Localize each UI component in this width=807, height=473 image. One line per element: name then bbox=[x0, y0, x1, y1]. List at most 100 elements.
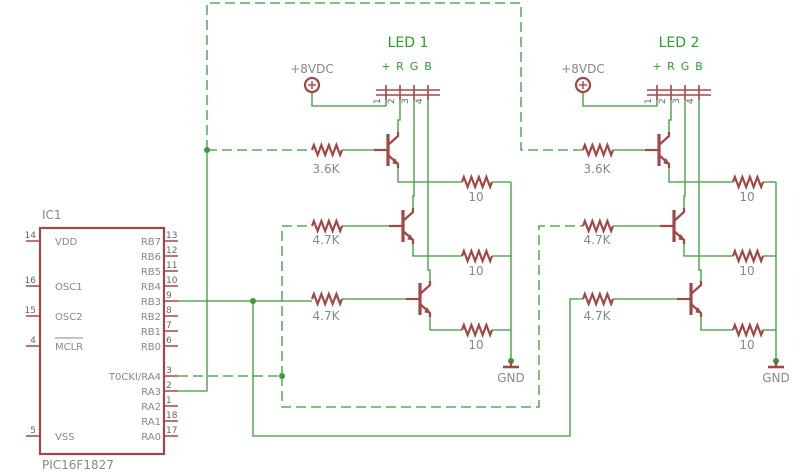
transistor-collector bbox=[658, 132, 671, 146]
dashed-wire bbox=[206, 2, 583, 151]
wire bbox=[311, 92, 387, 107]
ic-body bbox=[38, 226, 166, 456]
led-pin-number: 4 bbox=[415, 98, 425, 104]
ic-pin-label: VSS bbox=[55, 432, 75, 443]
ic-part: PIC16F1827 bbox=[42, 458, 114, 472]
led-pin-number: 2 bbox=[387, 98, 397, 104]
ic-pin-number: 1 bbox=[166, 396, 172, 406]
transistor-collector bbox=[690, 281, 703, 295]
led-pin-label: G bbox=[410, 60, 419, 73]
base-resistor-value: 4.7K bbox=[313, 309, 341, 323]
wire bbox=[427, 98, 431, 281]
ic-pin-number: 17 bbox=[166, 426, 177, 436]
wire bbox=[397, 98, 401, 132]
labels: IC1PIC16F1827RB713RB612RB511RB410RB39RB2… bbox=[25, 35, 790, 472]
ic-pin-number: 9 bbox=[166, 291, 172, 301]
ic-pin-label: RA0 bbox=[141, 432, 161, 443]
led-name: LED 2 bbox=[659, 35, 700, 51]
ic-pin-number: 3 bbox=[166, 366, 172, 376]
emitter-resistor-value: 10 bbox=[468, 190, 483, 204]
transistor-collector bbox=[419, 281, 432, 295]
resistor bbox=[460, 321, 494, 339]
led-pin-label: R bbox=[396, 60, 404, 73]
ic-pin-label: RB4 bbox=[141, 282, 161, 293]
resistor bbox=[581, 141, 615, 159]
wires bbox=[178, 2, 779, 437]
ic-pin-number: 14 bbox=[25, 231, 37, 241]
ground-label: GND bbox=[762, 371, 790, 385]
ic-pin-label: RA3 bbox=[141, 387, 161, 398]
components bbox=[26, 76, 784, 456]
wire bbox=[412, 98, 415, 208]
ic-pin-number: 16 bbox=[25, 276, 37, 286]
wire bbox=[683, 98, 686, 208]
base-resistor-value: 3.6K bbox=[584, 162, 612, 176]
wire bbox=[668, 98, 672, 132]
emitter-resistor-value: 10 bbox=[739, 190, 754, 204]
led-pin-label: G bbox=[681, 60, 690, 73]
transistor-arrow bbox=[407, 233, 415, 241]
transistor-arrow bbox=[678, 233, 686, 241]
ic-pin-number: 18 bbox=[166, 411, 178, 421]
ic-pin-label: RB6 bbox=[141, 252, 161, 263]
supply-label: +8VDC bbox=[561, 62, 605, 76]
wire bbox=[668, 168, 733, 183]
supply-label: +8VDC bbox=[290, 62, 334, 76]
emitter-resistor-value: 10 bbox=[468, 264, 483, 278]
ic-pin-label: RB0 bbox=[141, 342, 161, 353]
led-pin-label: + bbox=[381, 60, 390, 73]
resistor bbox=[460, 247, 494, 265]
ic-pin-number: 11 bbox=[166, 261, 177, 271]
ic-pin-number: 15 bbox=[25, 306, 36, 316]
transistor-arrow bbox=[663, 157, 671, 165]
ic-name: IC1 bbox=[42, 208, 62, 222]
ic-pin-label: RB5 bbox=[141, 267, 161, 278]
ic-pin-number: 12 bbox=[166, 246, 177, 256]
resistor bbox=[731, 321, 765, 339]
wire bbox=[700, 317, 733, 331]
ic-pin-label: RA2 bbox=[141, 402, 161, 413]
ic-pin-number: 5 bbox=[30, 426, 36, 436]
wire bbox=[683, 244, 733, 257]
ground-label: GND bbox=[497, 371, 525, 385]
resistor bbox=[460, 173, 494, 191]
dashed-wire bbox=[281, 225, 583, 408]
resistor bbox=[310, 141, 344, 159]
led-pin-number: 1 bbox=[373, 98, 383, 104]
ic-pin-number: 2 bbox=[166, 381, 172, 391]
wire bbox=[178, 150, 208, 392]
supply-terminal bbox=[574, 76, 592, 94]
led-name: LED 1 bbox=[388, 35, 429, 51]
resistor bbox=[310, 290, 344, 308]
dashed-wire bbox=[281, 225, 312, 376]
transistor-collector bbox=[673, 208, 686, 222]
emitter-resistor-value: 10 bbox=[739, 338, 754, 352]
base-resistor-value: 4.7K bbox=[584, 233, 612, 247]
led-pin-number: 3 bbox=[401, 98, 411, 104]
ic-pin-number: 13 bbox=[166, 231, 177, 241]
led-pin-number: 4 bbox=[686, 98, 696, 104]
ic-pin-number: 8 bbox=[166, 306, 172, 316]
supply-terminal bbox=[303, 76, 321, 94]
led-pin-number: 3 bbox=[672, 98, 682, 104]
resistor bbox=[731, 173, 765, 191]
led-pin-number: 2 bbox=[658, 98, 668, 104]
ic-pin-number: 7 bbox=[166, 321, 172, 331]
resistor bbox=[581, 290, 615, 308]
ic-pin-label: RB3 bbox=[141, 297, 161, 308]
base-resistor-value: 4.7K bbox=[584, 309, 612, 323]
base-resistor-value: 4.7K bbox=[313, 233, 341, 247]
transistor-arrow bbox=[392, 157, 400, 165]
ic-pin-label: VDD bbox=[55, 237, 78, 248]
led-pin-label: R bbox=[667, 60, 675, 73]
wire bbox=[582, 92, 658, 107]
wire bbox=[397, 168, 462, 183]
wire bbox=[429, 317, 462, 331]
transistor-collector bbox=[402, 208, 415, 222]
wire bbox=[698, 98, 702, 281]
emitter-resistor-value: 10 bbox=[468, 338, 483, 352]
led-pin-label: B bbox=[424, 60, 432, 73]
emitter-resistor-value: 10 bbox=[739, 264, 754, 278]
transistor-arrow bbox=[424, 306, 432, 314]
